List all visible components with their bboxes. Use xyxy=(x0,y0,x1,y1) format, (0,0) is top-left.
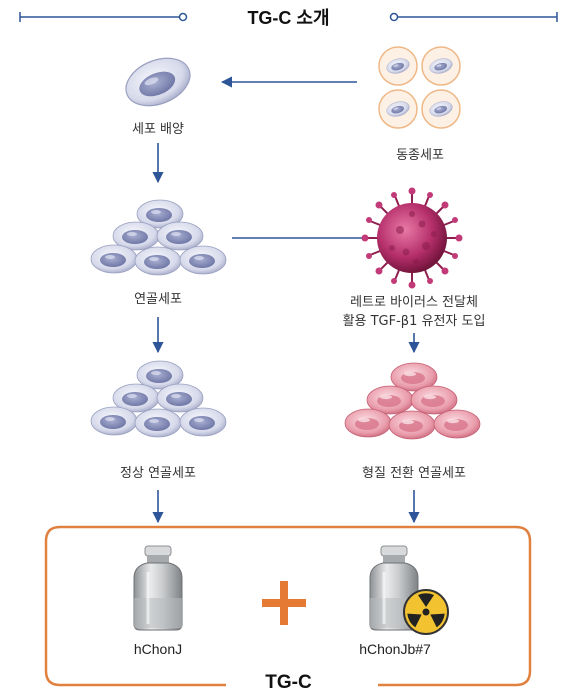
radiation-icon xyxy=(403,589,449,635)
normal-chondrocytes-icon xyxy=(90,360,227,438)
product-frame xyxy=(44,525,532,687)
header-left-rule xyxy=(19,12,188,22)
plus-icon xyxy=(262,581,306,625)
label-transformed-chondrocytes: 형질 전환 연골세포 xyxy=(362,466,466,481)
label-allogeneic-cells: 동종세포 xyxy=(396,148,444,163)
transformed-chondrocytes-icon xyxy=(344,362,481,440)
label-hchonjb7: hChonJb#7 xyxy=(359,641,431,657)
page-title: TG-C 소개 xyxy=(247,8,330,28)
label-hchonj: hChonJ xyxy=(133,641,183,657)
label-cell-culture: 세포 배양 xyxy=(132,122,184,137)
hchonj-vial-icon xyxy=(133,545,183,631)
cultured-cell-icon xyxy=(118,48,198,116)
product-title: TG-C xyxy=(265,672,312,693)
chondrocytes-icon xyxy=(90,199,227,276)
header-right-rule xyxy=(389,12,558,22)
retrovirus-icon xyxy=(361,187,463,289)
label-normal-chondrocytes: 정상 연골세포 xyxy=(120,466,196,481)
label-chondrocytes: 연골세포 xyxy=(134,292,182,307)
label-retrovirus-line1: 레트로 바이러스 전달체 xyxy=(350,295,478,310)
label-retrovirus-line2: 활용 TGF-β1 유전자 도입 xyxy=(342,314,486,329)
allogeneic-cells-icon xyxy=(378,46,461,129)
